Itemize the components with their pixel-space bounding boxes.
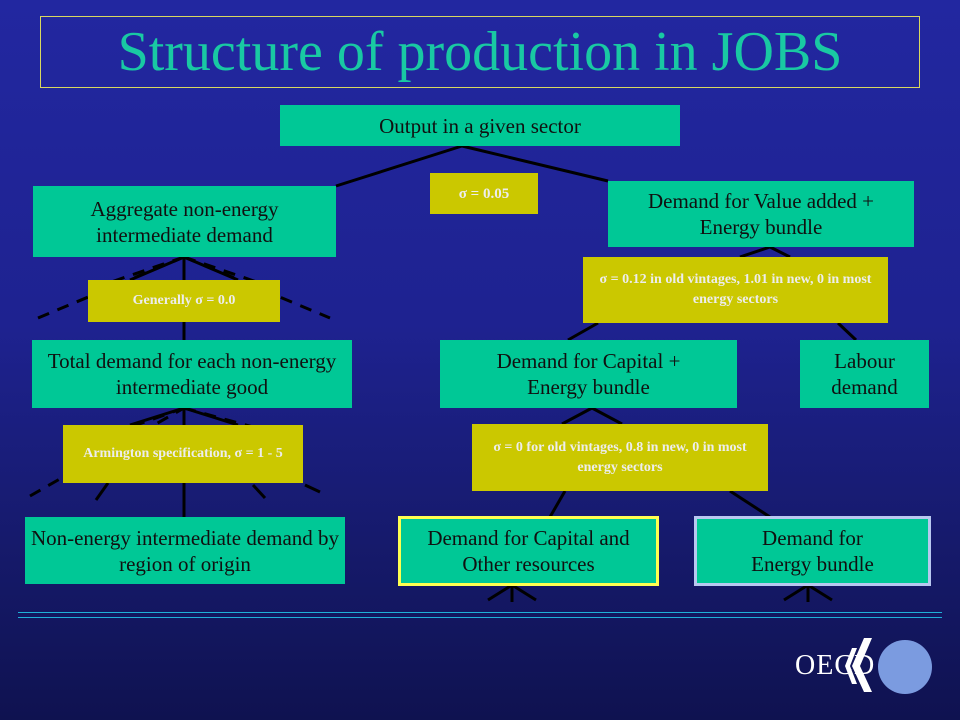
elasticity-generally: Generally σ = 0.0 [88, 280, 280, 322]
total-non-energy-node: Total demand for each non-energy interme… [32, 340, 352, 408]
elasticity-value-added-label: σ = 0.12 in old vintages, 1.01 in new, 0… [599, 272, 872, 307]
non-energy-by-region-node: Non-energy intermediate demand by region… [25, 517, 345, 584]
energy-bundle-label: Demand for Energy bundle [751, 526, 874, 576]
output-node: Output in a given sector [280, 105, 680, 146]
title-frame: Structure of production in JOBS [40, 16, 920, 88]
elasticity-capital-energy: σ = 0 for old vintages, 0.8 in new, 0 in… [472, 424, 768, 491]
elasticity-value-added: σ = 0.12 in old vintages, 1.01 in new, 0… [583, 257, 888, 323]
non-energy-by-region-label: Non-energy intermediate demand by region… [30, 525, 340, 576]
elasticity-generally-label: Generally σ = 0.0 [132, 293, 236, 308]
elasticity-top: σ = 0.05 [430, 173, 538, 214]
value-added-energy-node: Demand for Value added + Energy bundle [608, 181, 914, 247]
output-label: Output in a given sector [379, 113, 581, 138]
energy-bundle-node: Demand for Energy bundle [694, 516, 931, 586]
labour-node: Labour demand [800, 340, 929, 408]
capital-other-label: Demand for Capital and Other resources [427, 526, 630, 576]
elasticity-armington-label: Armington specification, σ = 1 - 5 [83, 446, 283, 461]
capital-energy-node: Demand for Capital + Energy bundle [440, 340, 737, 408]
elasticity-armington: Armington specification, σ = 1 - 5 [63, 425, 303, 483]
page-title: Structure of production in JOBS [117, 21, 843, 83]
capital-other-node: Demand for Capital and Other resources [398, 516, 659, 586]
total-non-energy-label: Total demand for each non-energy interme… [47, 349, 337, 399]
aggregate-non-energy-node: Aggregate non-energy intermediate demand [33, 186, 336, 257]
elasticity-capital-energy-label: σ = 0 for old vintages, 0.8 in new, 0 in… [493, 439, 747, 475]
elasticity-top-label: σ = 0.05 [458, 185, 510, 202]
oecd-logo-circle [878, 640, 932, 694]
footer-rule-bottom [18, 617, 942, 618]
value-added-energy-label: Demand for Value added + Energy bundle [647, 189, 875, 239]
oecd-logo-icon [845, 638, 872, 692]
labour-label: Labour demand [831, 349, 898, 399]
capital-energy-label: Demand for Capital + Energy bundle [496, 349, 681, 399]
footer-rule-top [18, 612, 942, 613]
aggregate-non-energy-label: Aggregate non-energy intermediate demand [90, 196, 279, 247]
